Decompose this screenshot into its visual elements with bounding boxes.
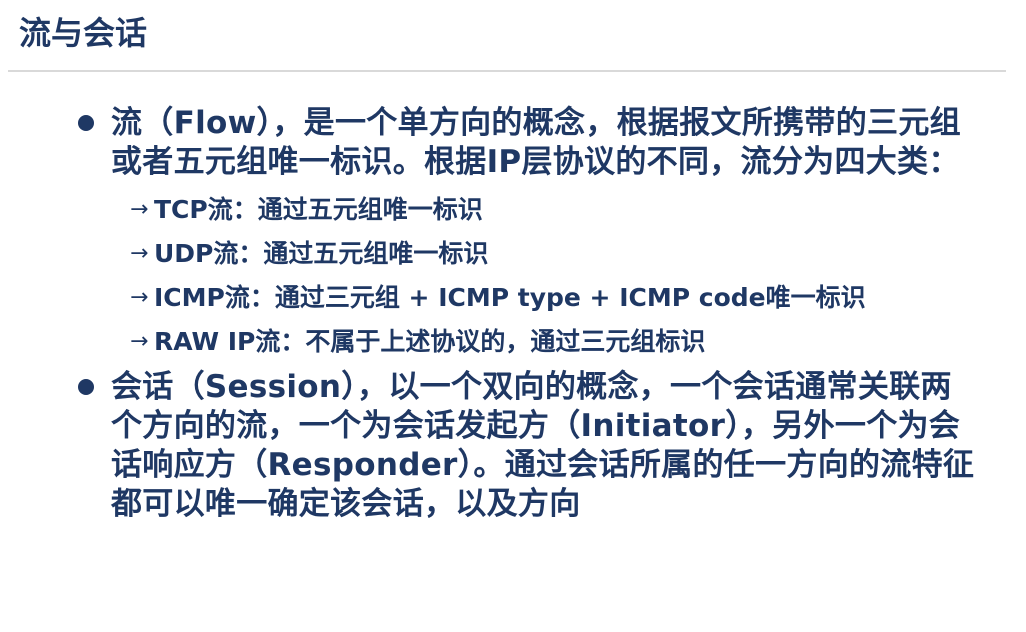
- list-item-tcp: → TCP流：通过五元组唯一标识: [130, 188, 998, 232]
- list-item-text: UDP流：通过五元组唯一标识: [154, 239, 489, 268]
- list-item-text: ICMP流：通过三元组 + ICMP type + ICMP code唯一标识: [154, 283, 866, 312]
- list-item-raw-ip: → RAW IP流：不属于上述协议的，通过三元组标识: [130, 320, 998, 364]
- bullet-session: 会话（Session），以一个双向的概念，一个会话通常关联两个方向的流，一个为会…: [78, 368, 998, 524]
- list-item-text: RAW IP流：不属于上述协议的，通过三元组标识: [154, 327, 706, 356]
- arrow-right-icon: →: [130, 241, 149, 266]
- bullet-dot-icon: [78, 115, 94, 131]
- arrow-right-icon: →: [130, 329, 149, 354]
- list-item-icmp: → ICMP流：通过三元组 + ICMP type + ICMP code唯一标…: [130, 276, 998, 320]
- slide-title: 流与会话: [19, 14, 148, 52]
- slide-content: 流（Flow），是一个单方向的概念，根据报文所携带的三元组或者五元组唯一标识。根…: [78, 104, 998, 524]
- bullet-flow: 流（Flow），是一个单方向的概念，根据报文所携带的三元组或者五元组唯一标识。根…: [78, 104, 998, 182]
- flow-type-list: → TCP流：通过五元组唯一标识 → UDP流：通过五元组唯一标识 → ICMP…: [130, 188, 998, 364]
- bullet-flow-text: 流（Flow），是一个单方向的概念，根据报文所携带的三元组或者五元组唯一标识。根…: [111, 105, 961, 180]
- list-item-udp: → UDP流：通过五元组唯一标识: [130, 232, 998, 276]
- list-item-text: TCP流：通过五元组唯一标识: [154, 195, 483, 224]
- bullet-dot-icon: [78, 379, 94, 395]
- arrow-right-icon: →: [130, 197, 149, 222]
- title-divider: [8, 70, 1006, 72]
- bullet-session-text: 会话（Session），以一个双向的概念，一个会话通常关联两个方向的流，一个为会…: [111, 369, 975, 522]
- arrow-right-icon: →: [130, 285, 149, 310]
